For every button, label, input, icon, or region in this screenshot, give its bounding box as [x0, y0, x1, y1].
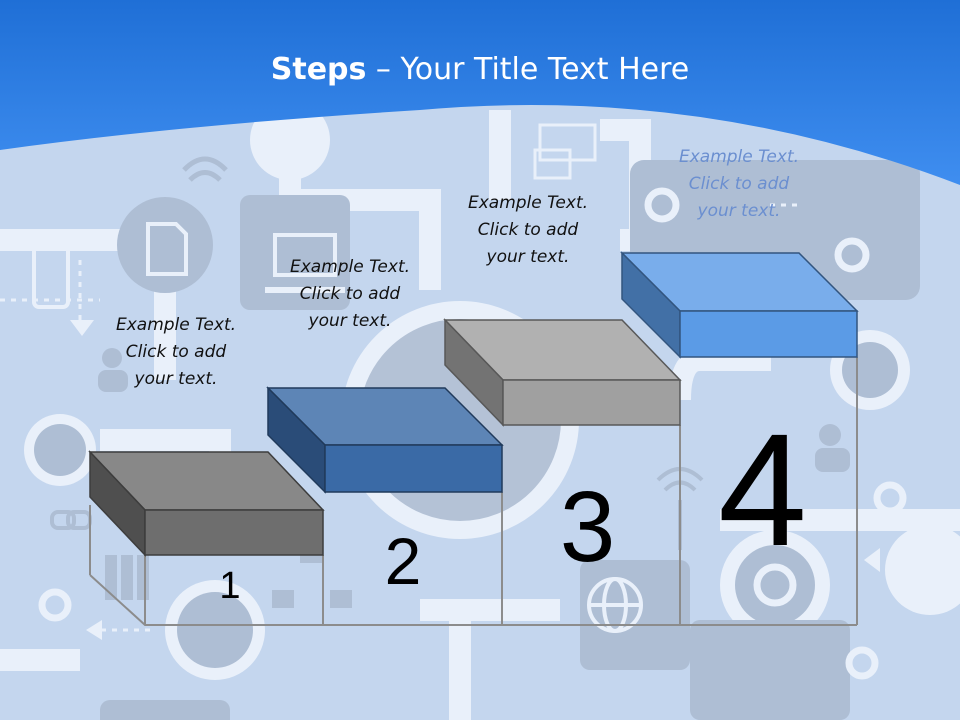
header-band [0, 0, 960, 185]
step-3-caption-line3: your text. [486, 247, 570, 267]
mobile-phone-icon [32, 243, 70, 309]
step-3-caption[interactable]: Example Text. Click to add your text. [448, 190, 608, 271]
step-1-caption-line3: your text. [134, 369, 218, 389]
step-2-caption-line3: your text. [308, 311, 392, 331]
title-rest: – Your Title Text Here [366, 52, 690, 87]
step-blocks [88, 251, 859, 557]
step-2-number: 2 [384, 524, 422, 598]
binders-icon [105, 555, 149, 600]
slide-title[interactable]: Steps – Your Title Text Here [0, 52, 960, 87]
monitor-icon [533, 123, 597, 180]
podium-outline [89, 357, 858, 626]
step-2-block-front [324, 444, 503, 493]
step-4-caption-line1: Example Text. [678, 147, 800, 167]
gear-icon [38, 187, 907, 680]
wifi-icon [182, 156, 228, 182]
step-1-block-front [144, 509, 324, 556]
step-3-caption-line2: Click to add [477, 220, 579, 240]
users-icon [98, 348, 850, 472]
step-3-block-front [502, 379, 681, 426]
step-2-caption[interactable]: Example Text. Click to add your text. [270, 254, 430, 335]
step-1-caption-line2: Click to add [125, 342, 227, 362]
step-4-caption-line2: Click to add [688, 174, 790, 194]
step-3-number: 3 [559, 471, 616, 583]
step-1-number: 1 [219, 565, 241, 607]
laptop-icon [265, 233, 345, 293]
globe-icon [587, 577, 643, 633]
step-4-block-front [679, 310, 858, 358]
step-3-block[interactable] [443, 318, 682, 427]
title-bold: Steps [270, 52, 367, 87]
step-4-number: 4 [718, 400, 807, 579]
step-4-caption[interactable]: Example Text. Click to add your text. [659, 144, 819, 225]
step-2-caption-line1: Example Text. [289, 257, 411, 277]
step-1-caption[interactable]: Example Text. Click to add your text. [96, 312, 256, 393]
step-4-block[interactable] [620, 251, 859, 359]
step-3-caption-line1: Example Text. [467, 193, 589, 213]
step-1-block[interactable] [88, 450, 325, 557]
document-icon [146, 222, 188, 276]
network-background [0, 100, 960, 720]
step-2-caption-line2: Click to add [299, 284, 401, 304]
step-2-block[interactable] [266, 386, 504, 494]
arrow-icon [70, 320, 880, 640]
step-1-caption-line1: Example Text. [115, 315, 237, 335]
step-4-caption-line3: your text. [697, 201, 781, 221]
